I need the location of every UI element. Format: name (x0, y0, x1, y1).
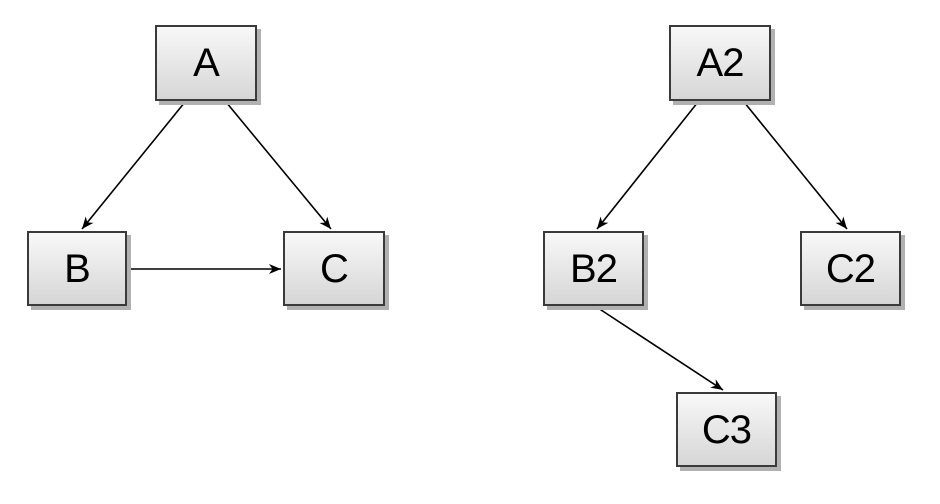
node-label-B: B (64, 246, 91, 291)
node-A2[interactable]: A2 (669, 25, 771, 101)
edge-group (81, 101, 848, 391)
edge-A2-to-B2 (596, 101, 699, 230)
node-B[interactable]: B (27, 231, 127, 306)
node-C[interactable]: C (283, 231, 385, 306)
node-A[interactable]: A (155, 25, 257, 101)
node-label-B2: B2 (570, 246, 618, 291)
edge-B2-to-C3 (594, 305, 724, 391)
node-C3[interactable]: C3 (676, 392, 777, 467)
edge-A2-to-C2 (743, 101, 848, 230)
edge-A-to-B (81, 101, 186, 230)
edge-A-to-C (225, 101, 332, 230)
node-label-C2: C2 (825, 246, 876, 291)
node-C2[interactable]: C2 (800, 231, 901, 306)
node-B2[interactable]: B2 (543, 231, 644, 306)
node-label-C3: C3 (701, 407, 752, 452)
node-label-C: C (320, 246, 349, 291)
node-label-A: A (193, 41, 220, 85)
node-label-A2: A2 (696, 41, 745, 85)
